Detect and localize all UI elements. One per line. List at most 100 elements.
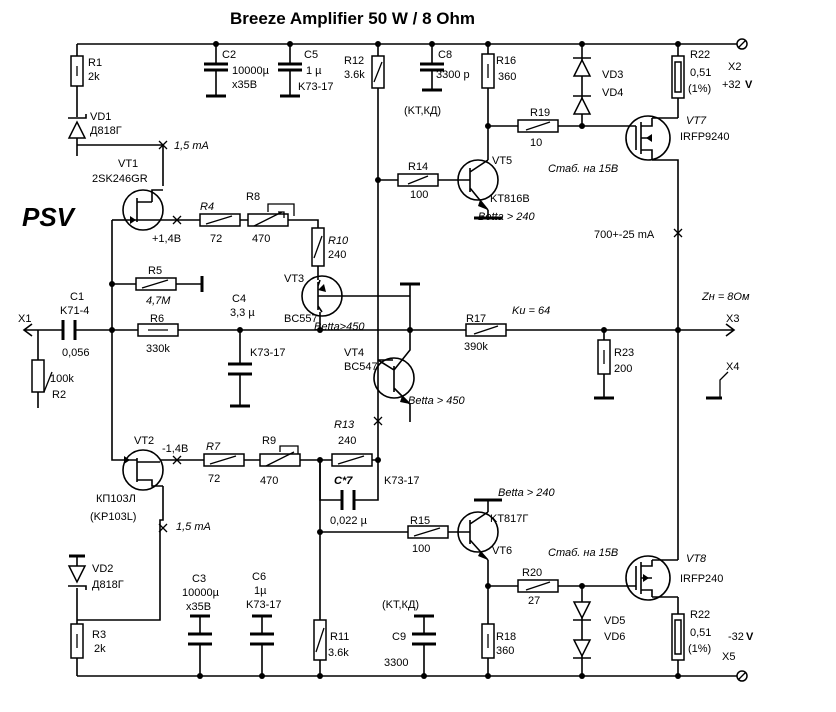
component-label: R8: [246, 191, 260, 203]
component-label: IRFP9240: [680, 131, 730, 143]
component-label: 100k: [50, 373, 74, 385]
resistors: [31, 53, 685, 661]
mosfet-vt8: [625, 555, 671, 601]
resistor-r2: [31, 359, 45, 393]
wires: [37, 43, 738, 677]
component-label: R22: [690, 609, 710, 621]
component-label: 100: [412, 543, 430, 555]
component-label: X1: [18, 313, 31, 325]
component-label: 360: [498, 71, 516, 83]
component-label: VT7: [686, 115, 707, 127]
component-label: x35B: [186, 601, 211, 613]
component-label: R9: [262, 435, 276, 447]
component-label: 390k: [464, 341, 488, 353]
component-label: -32: [728, 631, 744, 643]
component-label: 100: [410, 189, 428, 201]
component-label: 0,022 µ: [330, 515, 368, 527]
capacitor-c9: [412, 632, 436, 646]
component-label: K73-17: [384, 475, 419, 487]
capacitor-c6: [250, 632, 274, 646]
component-label: 1,5 mA: [174, 140, 209, 152]
component-label: VT8: [686, 553, 707, 565]
component-label: V: [745, 79, 753, 91]
component-label: +32: [722, 79, 741, 91]
component-label: 1 µ: [306, 65, 322, 77]
component-label: 2k: [88, 71, 100, 83]
component-label: 360: [496, 645, 514, 657]
capacitors: [61, 62, 444, 646]
component-label: KT816B: [490, 193, 530, 205]
component-label: VD3: [602, 69, 623, 81]
component-label: C8: [438, 49, 452, 61]
diode-vd3-vd4: [572, 57, 592, 115]
component-label: 10: [530, 137, 542, 149]
component-label: VT2: [134, 435, 154, 447]
component-label: R13: [334, 419, 355, 431]
capacitor-c5: [278, 62, 302, 72]
component-label: VD5: [604, 615, 625, 627]
component-label: R7: [206, 441, 221, 453]
component-label: R16: [496, 55, 516, 67]
component-label: 27: [528, 595, 540, 607]
component-label: R14: [408, 161, 428, 173]
component-label: 0,51: [690, 67, 711, 79]
component-label: VD2: [92, 563, 113, 575]
component-label: R18: [496, 631, 516, 643]
jfet-vt1: [122, 189, 164, 231]
component-label: VD4: [602, 87, 623, 99]
component-label: 3.6k: [328, 647, 349, 659]
diagram-title: Breeze Amplifier 50 W / 8 Ohm: [230, 9, 475, 28]
component-label: 10000µ: [182, 587, 220, 599]
component-label: 72: [208, 473, 220, 485]
component-label: 470: [252, 233, 270, 245]
component-label: C3: [192, 573, 206, 585]
component-label: R1: [88, 57, 102, 69]
bjt-vt5: [457, 159, 499, 211]
jfet-vt2: [122, 449, 164, 491]
component-label: VT5: [492, 155, 512, 167]
component-label: 240: [338, 435, 356, 447]
component-label: R23: [614, 347, 634, 359]
component-label: IRFP240: [680, 573, 723, 585]
component-label: 330k: [146, 343, 170, 355]
component-label: KT817Г: [490, 513, 528, 525]
component-label: Betta > 240: [478, 211, 535, 223]
component-label: 2k: [94, 643, 106, 655]
component-label: R4: [200, 201, 214, 213]
component-label: 1µ: [254, 585, 267, 597]
capacitor-c1: [61, 320, 77, 340]
component-label: (1%): [688, 83, 711, 95]
component-label: 3300: [384, 657, 408, 669]
diodes: [67, 57, 592, 659]
capacitor-c7: [340, 490, 356, 510]
component-label: K71-4: [60, 305, 89, 317]
terminal-x3: [724, 323, 736, 337]
component-label: Д818Г: [90, 125, 122, 137]
component-label: 3,3 µ: [230, 307, 255, 319]
component-label: R20: [522, 567, 542, 579]
component-label: R17: [466, 313, 486, 325]
component-label: VT6: [492, 545, 512, 557]
component-label: X4: [726, 361, 739, 373]
component-label: K73-17: [298, 81, 333, 93]
component-label: 700+-25 mA: [594, 229, 655, 241]
component-label: Zн = 8Ом: [701, 291, 750, 303]
terminal-x1: [22, 323, 38, 337]
component-label: 72: [210, 233, 222, 245]
component-label: VT3: [284, 273, 304, 285]
component-label: 10000µ: [232, 65, 270, 77]
resistor-r9: [259, 453, 301, 467]
component-label: 1,5 mA: [176, 521, 211, 533]
component-label: C4: [232, 293, 246, 305]
component-label: x35B: [232, 79, 257, 91]
component-label: (1%): [688, 643, 711, 655]
component-label: 2SK246GR: [92, 173, 148, 185]
transistors: [122, 115, 671, 601]
component-label: R3: [92, 629, 106, 641]
component-label: R2: [52, 389, 66, 401]
capacitor-c3: [188, 632, 212, 646]
component-label: C1: [70, 291, 84, 303]
capacitor-c4: [228, 362, 252, 376]
